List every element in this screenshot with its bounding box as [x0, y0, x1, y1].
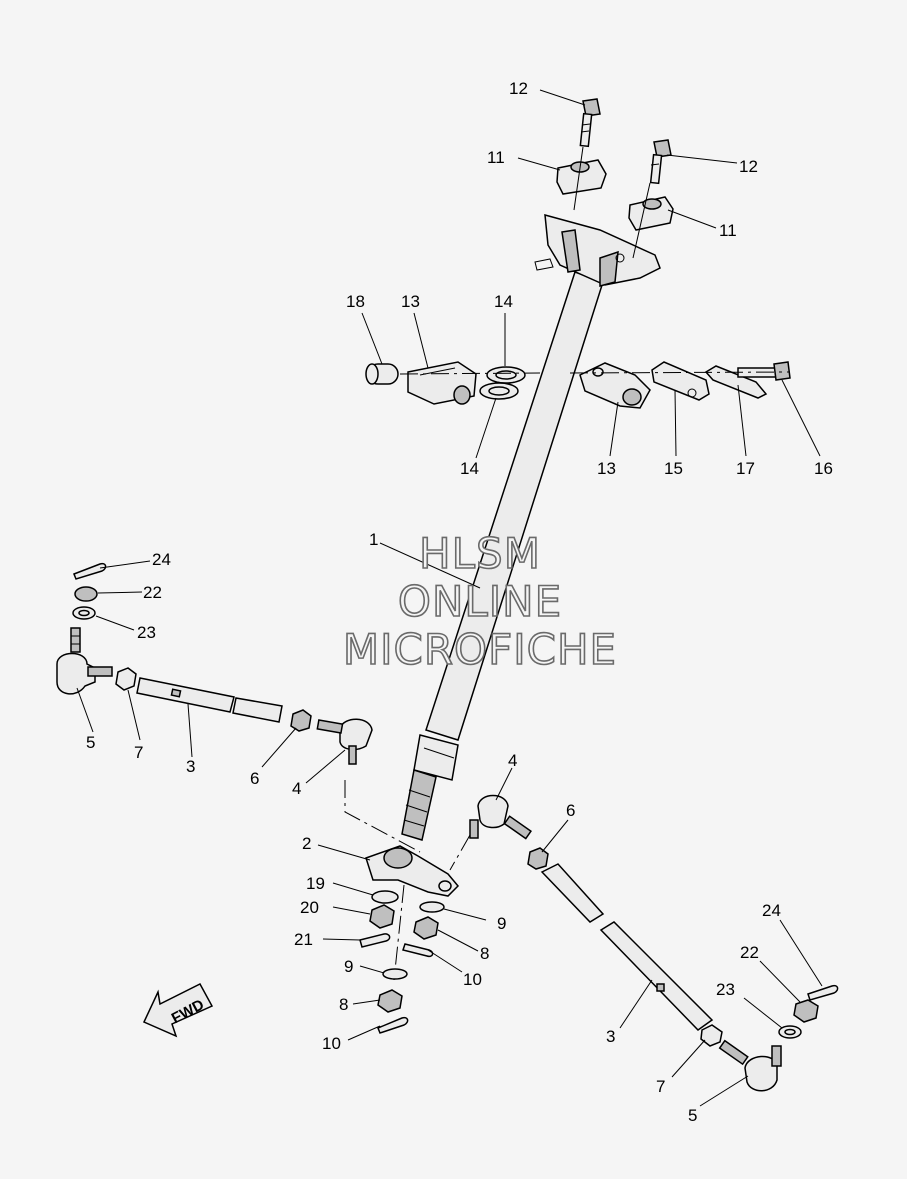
- callout-4: 4: [508, 751, 517, 770]
- callout-21: 21: [294, 930, 313, 949]
- shaft-holder-13-left[interactable]: [407, 361, 477, 405]
- cotter-pin-21[interactable]: [359, 933, 391, 948]
- ball-joint-4-left[interactable]: [316, 718, 373, 765]
- callout-4: 4: [292, 779, 301, 798]
- washer-23-left[interactable]: [72, 606, 96, 620]
- callout-9: 9: [497, 914, 506, 933]
- cotter-pin-24-left[interactable]: [73, 562, 107, 580]
- callout-11: 11: [487, 148, 505, 167]
- callout-13: 13: [401, 292, 420, 311]
- callout-8: 8: [339, 995, 348, 1014]
- callout-23: 23: [716, 980, 735, 999]
- cotter-pin-10-b[interactable]: [402, 943, 434, 958]
- callout-24: 24: [762, 901, 781, 920]
- pitman-arm-2[interactable]: [365, 845, 460, 897]
- shaft-holder-13-right[interactable]: [579, 362, 651, 409]
- callout-23: 23: [137, 623, 156, 642]
- callout-12: 12: [509, 79, 528, 98]
- callout-10: 10: [463, 970, 482, 989]
- leader-lines: [76, 89, 823, 1107]
- callout-19: 19: [306, 874, 325, 893]
- cotter-pin-10-a[interactable]: [377, 1016, 409, 1034]
- callout-13: 13: [597, 459, 616, 478]
- ball-joint-4-right[interactable]: [469, 794, 532, 840]
- bushing-14-lower[interactable]: [479, 382, 519, 400]
- callout-20: 20: [300, 898, 319, 917]
- callout-3: 3: [186, 757, 195, 776]
- locknut-6-left[interactable]: [290, 709, 312, 732]
- callout-2: 2: [302, 834, 311, 853]
- holder-plate-15[interactable]: [651, 361, 710, 401]
- handlebar-clamp-left[interactable]: [556, 159, 607, 195]
- clamp-bolt-left[interactable]: [579, 98, 601, 148]
- washer-23-right[interactable]: [778, 1025, 802, 1039]
- washer-9-a[interactable]: [382, 968, 408, 980]
- callout-15: 15: [664, 459, 683, 478]
- callout-5: 5: [688, 1106, 697, 1125]
- callout-8: 8: [480, 944, 489, 963]
- rod-end-5-right[interactable]: [718, 1039, 782, 1092]
- callout-24: 24: [152, 550, 171, 569]
- collar-18[interactable]: [365, 363, 399, 385]
- washer-9-b[interactable]: [419, 901, 445, 913]
- callout-5: 5: [86, 733, 95, 752]
- callout-3: 3: [606, 1027, 615, 1046]
- callout-22: 22: [143, 583, 162, 602]
- tie-rod-3-left[interactable]: [136, 677, 283, 723]
- tie-rod-3-right[interactable]: [540, 863, 714, 1031]
- washer-19[interactable]: [371, 890, 399, 904]
- cotter-pin-24-right[interactable]: [807, 984, 839, 1001]
- rod-end-5-left[interactable]: [56, 627, 113, 695]
- callout-7: 7: [134, 743, 143, 762]
- fwd-arrow-icon: FWD: [142, 983, 214, 1038]
- callout-14: 14: [494, 292, 513, 311]
- callout-18: 18: [346, 292, 365, 311]
- callout-7: 7: [656, 1077, 665, 1096]
- nut-20[interactable]: [369, 904, 395, 929]
- lock-washer-17[interactable]: [704, 365, 768, 399]
- upper-handlebar-bracket[interactable]: [534, 213, 661, 287]
- callout-16: 16: [814, 459, 833, 478]
- callout-12: 12: [739, 157, 758, 176]
- callout-labels: 12 11 12 11 18 13 14 14 13 15 17 16 1 24…: [86, 79, 833, 1125]
- steering-column-shaft[interactable]: [401, 271, 604, 841]
- callout-1: 1: [369, 530, 378, 549]
- callout-11: 11: [719, 221, 737, 240]
- callout-6: 6: [566, 801, 575, 820]
- locknut-6-right[interactable]: [527, 847, 549, 870]
- bushing-14-upper[interactable]: [486, 366, 526, 384]
- callout-10: 10: [322, 1034, 341, 1053]
- nut-8-a[interactable]: [377, 989, 403, 1013]
- callout-9: 9: [344, 957, 353, 976]
- nut-22-left[interactable]: [74, 586, 98, 602]
- callout-14: 14: [460, 459, 479, 478]
- callout-6: 6: [250, 769, 259, 788]
- callout-22: 22: [740, 943, 759, 962]
- locknut-7-left[interactable]: [115, 667, 137, 691]
- locknut-7-right[interactable]: [700, 1024, 723, 1047]
- handlebar-clamp-right[interactable]: [628, 196, 674, 231]
- nut-8-b[interactable]: [413, 916, 439, 940]
- bolt-16[interactable]: [737, 361, 791, 381]
- callout-17: 17: [736, 459, 755, 478]
- nut-22-right[interactable]: [793, 999, 819, 1023]
- clamp-bolt-right[interactable]: [649, 139, 672, 185]
